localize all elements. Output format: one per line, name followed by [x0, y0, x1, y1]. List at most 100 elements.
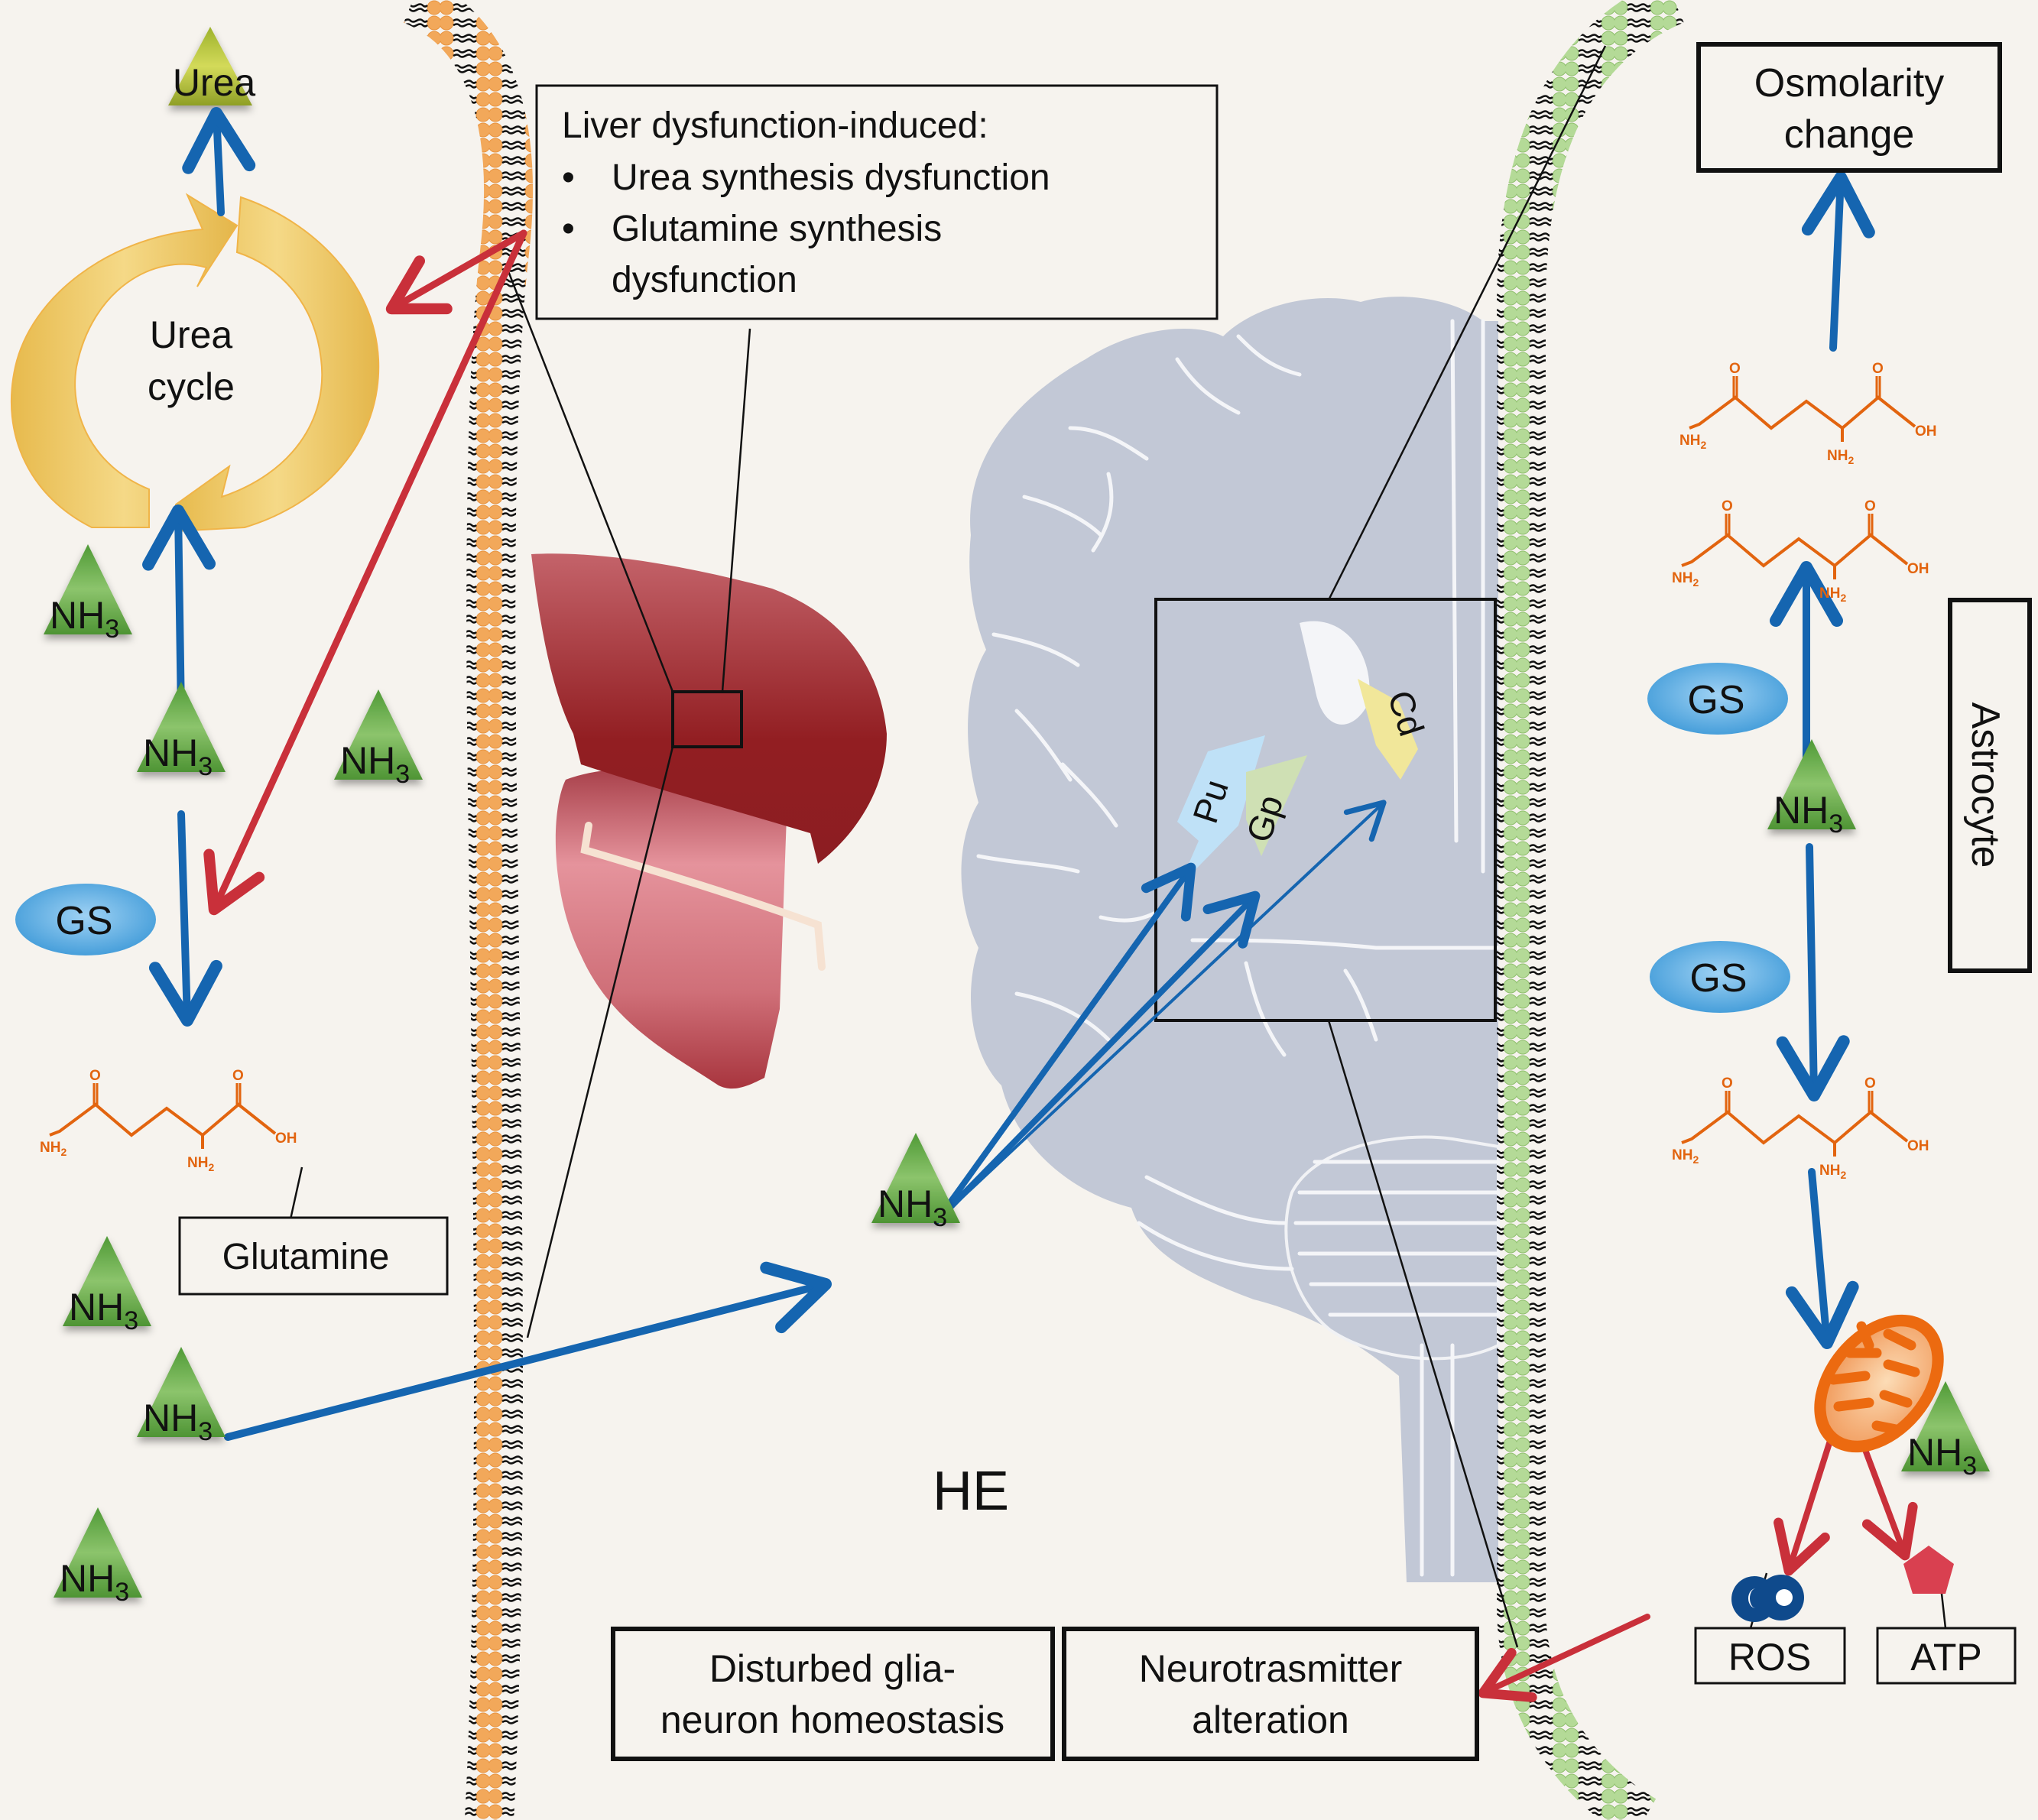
hydroxyl-label: OH: [1907, 1138, 1929, 1154]
nh3-molecule: NH3: [1767, 739, 1856, 839]
gs-enzyme-astrocyte-lower: GS: [1650, 941, 1790, 1013]
liver-dysfunction-callout: Liver dysfunction-induced: • Urea synthe…: [535, 84, 1219, 320]
astrocyte-label-box: Astrocyte: [1948, 598, 2032, 973]
nh3-molecule: NH3: [63, 1236, 151, 1335]
arrow-dysfunction-urea-cycle: [385, 229, 527, 315]
nh3-molecule: NH3: [44, 544, 132, 644]
nh3-molecule: NH3: [871, 1133, 960, 1232]
nh3-triangle-icon: [63, 1236, 151, 1326]
arrow-glutamine-to-osmolarity: [1801, 171, 1875, 352]
hepatocyte-arrows: [142, 107, 832, 1441]
arrow-to-caudate: [935, 800, 1387, 1223]
arrow-nh3-to-blood: [224, 1261, 832, 1441]
gs-label: GS: [1689, 956, 1747, 1001]
gs-enzyme-hepatocyte: GS: [15, 884, 156, 955]
amine-label: NH2: [1819, 586, 1846, 604]
urea-triangle-icon: [168, 27, 252, 105]
ros-box: ROS: [1694, 1627, 1846, 1685]
oxygen-label: O: [1864, 498, 1876, 514]
nh3-triangle-icon: [1901, 1381, 1990, 1471]
oxygen-label: O: [1722, 498, 1733, 514]
osmolarity-line2: change: [1784, 112, 1915, 157]
callout-bullet-2: Glutamine synthesis: [612, 209, 942, 249]
nh3-triangle-icon: [1767, 739, 1856, 829]
glia-neuron-line1: Disturbed glia-: [709, 1647, 956, 1690]
liver-zoom-box: [671, 690, 743, 748]
nh3-molecule: NH3: [137, 682, 226, 781]
globus-pallidus-region: [1246, 755, 1307, 856]
amine-label: NH2: [1679, 433, 1706, 451]
caudate-region: [1358, 679, 1418, 780]
arrow-to-neurotransmitter: [1478, 1614, 1650, 1702]
bullet-glyph: •: [562, 209, 575, 249]
hepatocyte-membrane: [403, 0, 533, 1820]
basal-ganglia-zoom-box: [1154, 598, 1497, 1022]
arrow-dysfunction-gs: [203, 229, 527, 916]
atp-label: ATP: [1910, 1636, 1982, 1679]
osmolarity-box: Osmolarity change: [1696, 42, 2002, 173]
callout-heading: Liver dysfunction-induced:: [562, 105, 988, 146]
nh3-on-mitochondrion: NH3: [1901, 1381, 1990, 1481]
glutamine-box: Glutamine: [178, 1216, 449, 1296]
urea-cycle-label-line1: Urea: [150, 313, 233, 356]
osmolarity-line1: Osmolarity: [1754, 61, 1944, 105]
urea-molecule: Urea: [168, 27, 255, 105]
nh3-triangle-icon: [871, 1133, 960, 1223]
astrocyte-membrane: [1497, 0, 1685, 1820]
putamen-region: [1177, 735, 1265, 887]
glia-neuron-box: Disturbed glia- neuron homeostasis: [611, 1627, 1055, 1761]
gs-enzyme-astrocyte-upper: GS: [1647, 663, 1788, 735]
astrocyte-label: Astrocyte: [1963, 702, 2007, 868]
nh3-triangle-icon: [334, 689, 423, 780]
nh3-label: NH3: [1774, 789, 1843, 839]
oxygen-label: O: [89, 1068, 101, 1084]
dysfunction-arrows: [203, 229, 527, 916]
arrow-nh3-to-cycle: [142, 504, 216, 719]
hydroxyl-label: OH: [1915, 423, 1937, 440]
callout-bullet-2-cont: dysfunction: [612, 260, 797, 300]
neurotransmitter-line1: Neurotrasmitter: [1139, 1647, 1403, 1690]
gs-ellipse-icon: [15, 884, 156, 955]
glia-neuron-line2: neuron homeostasis: [660, 1698, 1004, 1741]
atp-pentagon-icon: [1903, 1546, 1954, 1594]
ros-icon: [1731, 1575, 1804, 1622]
gs-label: GS: [55, 899, 112, 943]
gs-ellipse-icon: [1650, 941, 1790, 1013]
arrow-to-globus-pallidus: [933, 891, 1261, 1225]
nh3-triangle-icon: [137, 682, 226, 772]
nh3-triangle-icon: [54, 1507, 142, 1598]
neurotransmitter-box: Neurotrasmitter alteration: [1062, 1627, 1479, 1761]
hydroxyl-label: OH: [275, 1131, 297, 1147]
oxygen-label: O: [1729, 361, 1741, 377]
arrow-cycle-to-urea: [182, 107, 256, 216]
nh3-molecule: NH3: [54, 1507, 142, 1607]
oxygen-label: O: [1872, 361, 1884, 377]
arrow-glutamine-to-mitochondria: [1785, 1168, 1859, 1349]
liver-illustration: [531, 553, 887, 1089]
nh3-triangle-icon: [137, 1347, 226, 1437]
atp-box: ATP: [1876, 1627, 2017, 1685]
oxygen-label: O: [1864, 1075, 1876, 1092]
he-label: HE: [933, 1461, 1009, 1522]
mitochondrion: [1814, 1314, 1944, 1453]
hydroxyl-label: OH: [1907, 561, 1929, 577]
callout-bullet-1: Urea synthesis dysfunction: [612, 157, 1050, 198]
gs-ellipse-icon: [1647, 663, 1788, 735]
arrow-nh3-to-glutamine-down: [1776, 843, 1850, 1101]
urea-label: Urea: [173, 61, 256, 104]
oxygen-label: O: [232, 1068, 244, 1084]
oxygen-label: O: [1722, 1075, 1733, 1092]
urea-cycle-label-line2: cycle: [148, 365, 235, 408]
ros-label: ROS: [1728, 1636, 1811, 1679]
arrow-to-putamen: [933, 862, 1196, 1225]
neurotransmitter-line2: alteration: [1192, 1698, 1349, 1741]
glutamine-label: Glutamine: [222, 1237, 390, 1277]
nh3-molecule: NH3: [137, 1347, 226, 1446]
